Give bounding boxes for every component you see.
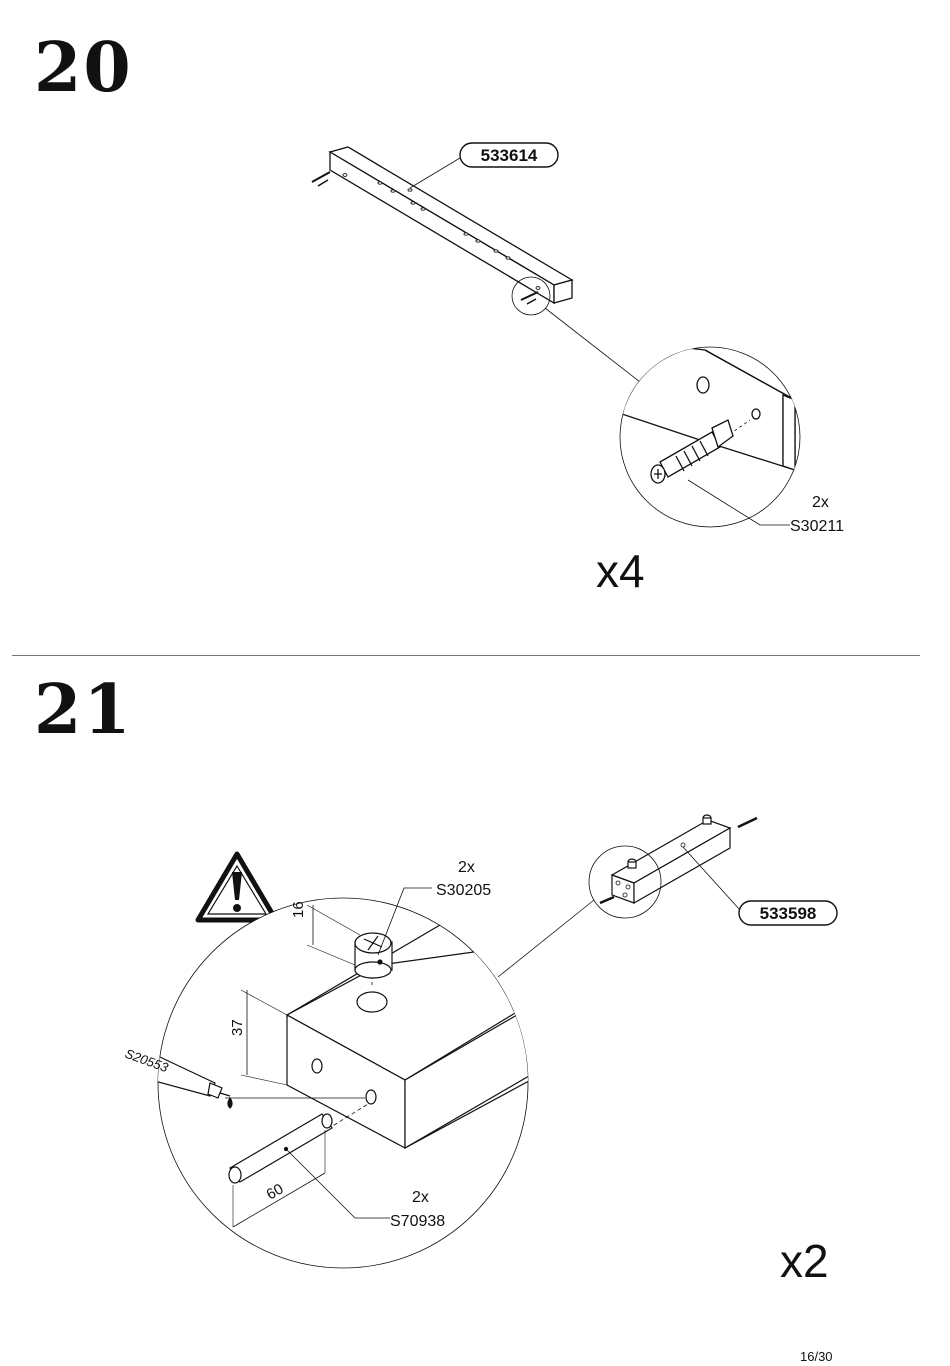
- step20-multiplier: x4: [596, 545, 645, 597]
- step20-detail-circle: [619, 346, 801, 528]
- step20-part-tag: 533614: [459, 142, 559, 168]
- section-divider: [12, 655, 920, 656]
- step21-part-tag: 533598: [738, 900, 838, 926]
- dimension-16: 16: [290, 901, 307, 918]
- dowel-qty: 2x: [412, 1189, 429, 1206]
- svg-text:533614: 533614: [481, 146, 538, 165]
- s20553-glue-tube-icon: [158, 1024, 233, 1109]
- dowel-code: S70938: [390, 1213, 445, 1230]
- svg-text:533598: 533598: [760, 904, 817, 923]
- step-number-20: 20: [34, 28, 133, 108]
- step21-multiplier: x2: [780, 1235, 829, 1287]
- warning-icon: [195, 851, 279, 923]
- dimension-60: 60: [264, 1180, 287, 1203]
- cam-qty: 2x: [458, 859, 475, 876]
- s30211-bolt-icon: [650, 419, 734, 484]
- page-number: 16/30: [800, 1349, 833, 1364]
- dimension-37: 37: [229, 1019, 246, 1036]
- step21-rail-drawing: [497, 814, 758, 978]
- s30205-cam-icon: [354, 932, 393, 979]
- step20-hardware-qty: 2x: [812, 494, 829, 511]
- s70938-dowel-icon: [228, 1113, 333, 1184]
- step-number-21: 21: [34, 670, 133, 750]
- step21-detail-circle: [157, 887, 529, 1269]
- step20-rail-drawing: [311, 146, 641, 383]
- step20-hardware-code: S30211: [790, 518, 844, 535]
- cam-code: S30205: [436, 882, 491, 899]
